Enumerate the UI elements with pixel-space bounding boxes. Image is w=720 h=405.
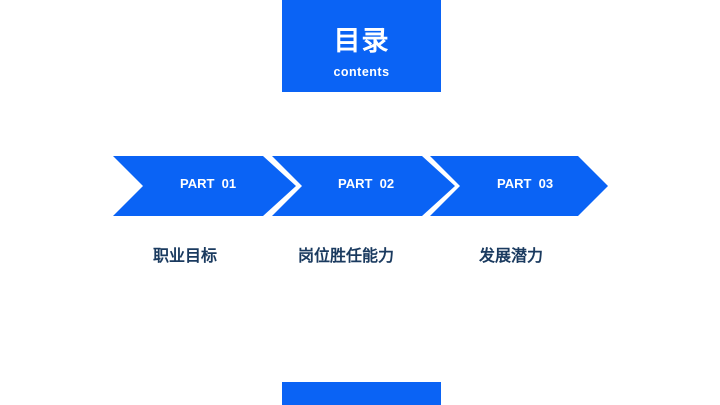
section-job-competency: 岗位胜任能力 [298, 246, 395, 265]
section-development-potential: 发展潜力 [479, 246, 544, 265]
chevron-arrow-2-icon[interactable] [272, 156, 455, 216]
part-03-label: PART 03 [497, 176, 554, 191]
section-career-goal: 职业目标 [153, 246, 218, 265]
page-title: 目录 [333, 26, 390, 57]
chevron-arrow-1-icon[interactable] [113, 156, 296, 216]
chevron-arrow-3-icon[interactable] [430, 156, 608, 216]
bottom-accent-bar [282, 382, 441, 405]
part-02-label: PART 02 [338, 176, 395, 191]
contents-title-box: 目录 contents [282, 0, 441, 92]
part-01-label: PART 01 [180, 176, 237, 191]
page-subtitle: contents [333, 65, 390, 79]
